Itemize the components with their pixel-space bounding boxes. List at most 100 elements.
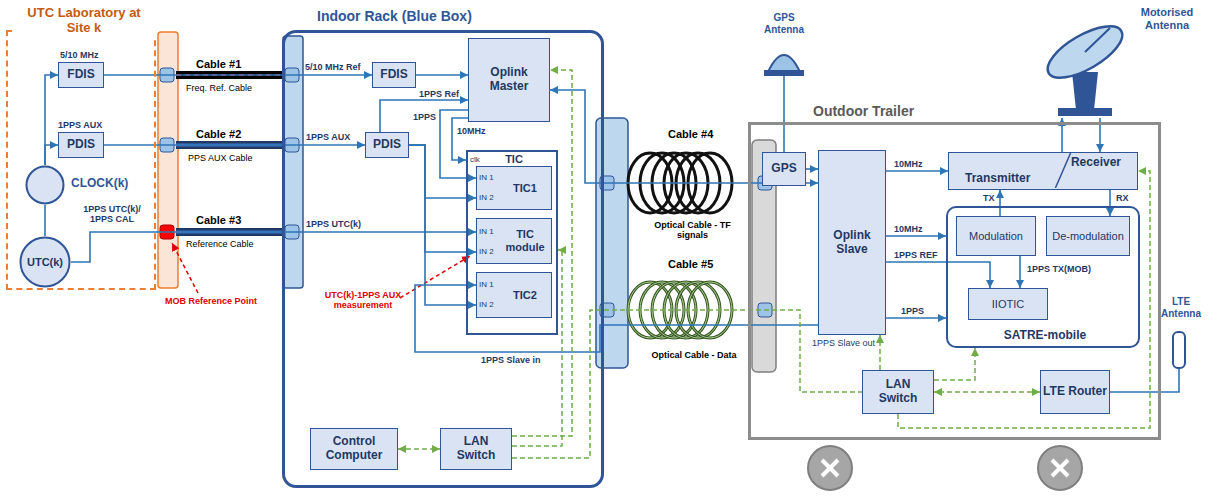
signal-line [999,190,1001,216]
data-link [934,391,1040,393]
signal-line [416,74,468,76]
counter-box: TIC2 [476,272,552,318]
cable-note: Optical Cable - Data [648,350,740,360]
dish-antenna [1058,108,1112,116]
pin-label: IN 2 [479,247,494,256]
box-label: LAN Switch [441,435,511,463]
pin-label: IN 2 [479,193,494,202]
lte-antenna [1173,332,1185,368]
signal-line [1019,256,1021,288]
signal-label: 1PPS Ref [418,89,460,99]
clock-circle: CLOCK(k) [25,165,65,205]
box-label: Control Computer [311,435,397,463]
box-label: CLOCK(k) [69,177,130,191]
box-label: LTE Router [1041,385,1109,399]
antenna-label: GPS Antenna [756,12,812,35]
trailer-wheel [822,460,838,476]
process-box: Oplink Master [468,38,550,122]
signal-label: 10MHz [893,224,924,234]
patch-panel [283,36,303,288]
signal-label: 1PPS UTC(k) [306,219,361,229]
data-link [879,335,881,370]
trailer-wheel [808,446,1082,490]
gps-antenna [768,55,800,72]
signal-label: RX [1115,193,1130,203]
signal-line [886,262,990,288]
signal-label: 1PPS Slave out [812,338,875,348]
box-label: FDIS [65,68,96,82]
signal-line [71,232,476,262]
distribution-box: FDIS [372,62,416,88]
gps-antenna [764,55,804,152]
utc-circle: UTC(k) [19,236,71,288]
modem-group: SATRE-mobile Modulation De-modulationIIOTI… [946,206,1140,348]
signal-label: 5/10 MHz [60,50,99,60]
switch-box: LAN Switch [440,428,512,470]
process-box: Oplink Slave [818,150,886,335]
signal-label: 10MHz [456,126,487,136]
dish-antenna [1040,16,1130,87]
trailer-wheel [808,446,852,490]
pin-label: IN 2 [479,300,494,309]
lte-antenna [1110,368,1179,392]
signal-line [45,145,58,165]
box-label: Receiver [1069,156,1123,170]
signal-label: 1PPS AUX [58,120,102,130]
data-link [512,310,862,458]
circle-outline [25,165,65,205]
cable-note: Optical Cable - TF signals [645,220,740,241]
signal-line [1109,190,1111,216]
signal-label: 1PPS AUX [306,132,350,142]
signal-line [806,168,818,170]
data-link [398,448,440,450]
box-label: TIC1 [511,182,539,195]
box-label: De-modulation [1050,230,1126,243]
counter-box: TIC1 [476,166,552,210]
box-label: TIC2 [511,289,539,302]
lte-antenna [1110,332,1185,392]
signal-line [550,90,818,183]
circle-outline [27,167,64,204]
computer-box: Control Computer [310,428,398,470]
signal-line [104,74,372,76]
box-label: PDIS [371,138,403,152]
cable-label: Cable #4 [668,128,713,141]
optical-coil [676,282,720,338]
counter-box: IIOTIC [968,288,1048,320]
trailer-wheel [1052,460,1068,476]
box-label: IIOTIC [990,298,1026,311]
callout-arrow [172,243,198,293]
cable-label: Cable #1 [196,58,241,71]
signal-label: 1PPS TX(MOB) [1026,264,1092,274]
region-title: SATRE-mobile [948,329,1142,343]
signal-label: 1PPS REF [893,250,939,260]
box-label: Oplink Slave [819,229,885,257]
box-label: Modulation [967,230,1025,243]
cable-note: PPS AUX Cable [188,153,253,163]
cable-label: Cable #5 [668,258,713,271]
split-line [1055,153,1070,188]
signal-line [44,205,46,236]
trailer-region: Outdoor TrailerGPSOplink SlaveTransmitte… [748,122,1161,440]
cable-note: Freq. Ref. Cable [186,83,252,93]
process-box: De-modulation [1046,216,1130,256]
signal-label: 1PPS [412,112,437,122]
callout-label: MOB Reference Point [165,296,257,306]
dish-antenna [1085,28,1110,52]
distribution-box: PDIS [365,132,409,158]
distribution-box: FDIS [58,62,104,88]
counter-box: TIC module [476,218,552,264]
signal-label: 1PPS [900,306,925,316]
antenna-label: LTE Antenna [1154,296,1208,319]
region-title: Indoor Rack (Blue Box) [315,8,474,24]
box-label: FDIS [378,68,409,82]
coax-cable [160,71,285,239]
box-label: TIC module [499,228,551,253]
callout-label: UTC(k)-1PPS AUX measurement [318,290,408,311]
trailer-wheel [1038,446,1082,490]
box-label: LAN Switch [863,378,933,406]
signal-label: TX [982,193,996,203]
optical-coil [676,282,720,338]
switch-box: LAN Switch [862,370,934,414]
site-region: UTC Laboratory at Site kFDISPDISCLOCK(k)… [6,30,156,290]
